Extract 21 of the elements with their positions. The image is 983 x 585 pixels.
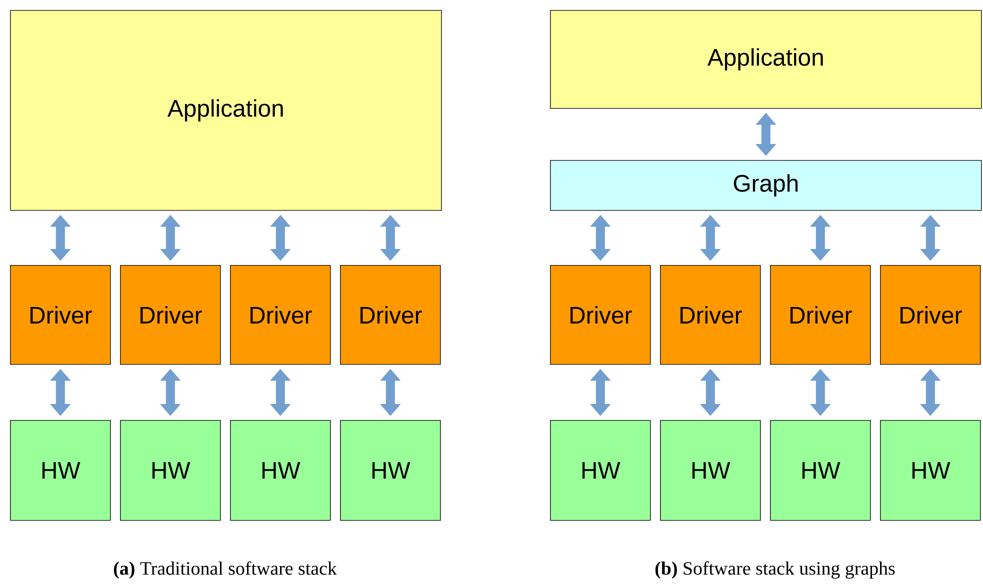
driver-box: Driver bbox=[230, 265, 331, 365]
hw-box: HW bbox=[880, 420, 981, 521]
hw-box: HW bbox=[660, 420, 761, 521]
driver-box: Driver bbox=[880, 265, 981, 365]
application-box: Application bbox=[550, 10, 982, 109]
hw-box: HW bbox=[340, 420, 441, 521]
application-box: Application bbox=[10, 10, 442, 211]
hw-box: HW bbox=[550, 420, 651, 521]
graph-box: Graph bbox=[550, 160, 982, 211]
driver-box: Driver bbox=[340, 265, 441, 365]
hw-box: HW bbox=[230, 420, 331, 521]
driver-box: Driver bbox=[660, 265, 761, 365]
figure-caption: (a) Traditional software stack bbox=[114, 561, 337, 579]
hw-box: HW bbox=[10, 420, 111, 521]
driver-box: Driver bbox=[770, 265, 871, 365]
hw-box: HW bbox=[120, 420, 221, 521]
driver-box: Driver bbox=[550, 265, 651, 365]
figure-caption: (b) Software stack using graphs bbox=[655, 561, 895, 579]
hw-box: HW bbox=[770, 420, 871, 521]
driver-box: Driver bbox=[10, 265, 111, 365]
driver-box: Driver bbox=[120, 265, 221, 365]
